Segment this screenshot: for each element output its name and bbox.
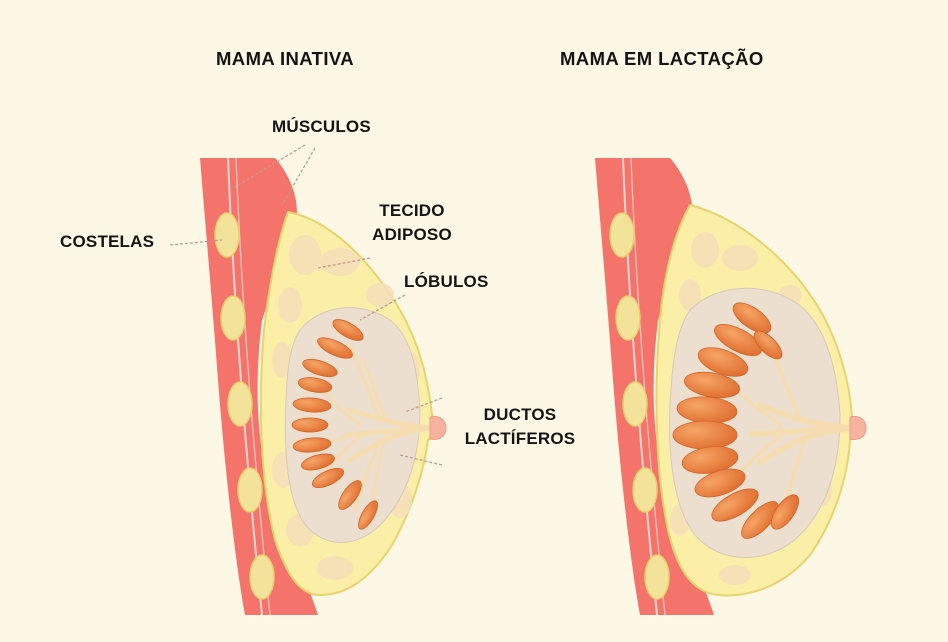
label-tecido-line1: TECIDO <box>368 199 456 223</box>
lactating-breast <box>595 158 866 615</box>
title-lactating-breast: MAMA EM LACTAÇÃO <box>560 47 764 71</box>
label-ductos-line2: LACTÍFEROS <box>460 427 580 451</box>
label-ductos-line1: DUCTOS <box>460 403 580 427</box>
label-lobulos: LÓBULOS <box>404 270 489 294</box>
title-inactive-breast: MAMA INATIVA <box>216 47 354 71</box>
label-costelas: COSTELAS <box>60 230 154 254</box>
nipple-left <box>430 417 446 440</box>
label-tecido-line2: ADIPOSO <box>368 223 456 247</box>
label-ductos-lactiferos: DUCTOS LACTÍFEROS <box>460 403 580 451</box>
nipple-right <box>850 417 866 440</box>
label-tecido-adiposo: TECIDO ADIPOSO <box>368 199 456 247</box>
label-musculos: MÚSCULOS <box>272 115 371 139</box>
